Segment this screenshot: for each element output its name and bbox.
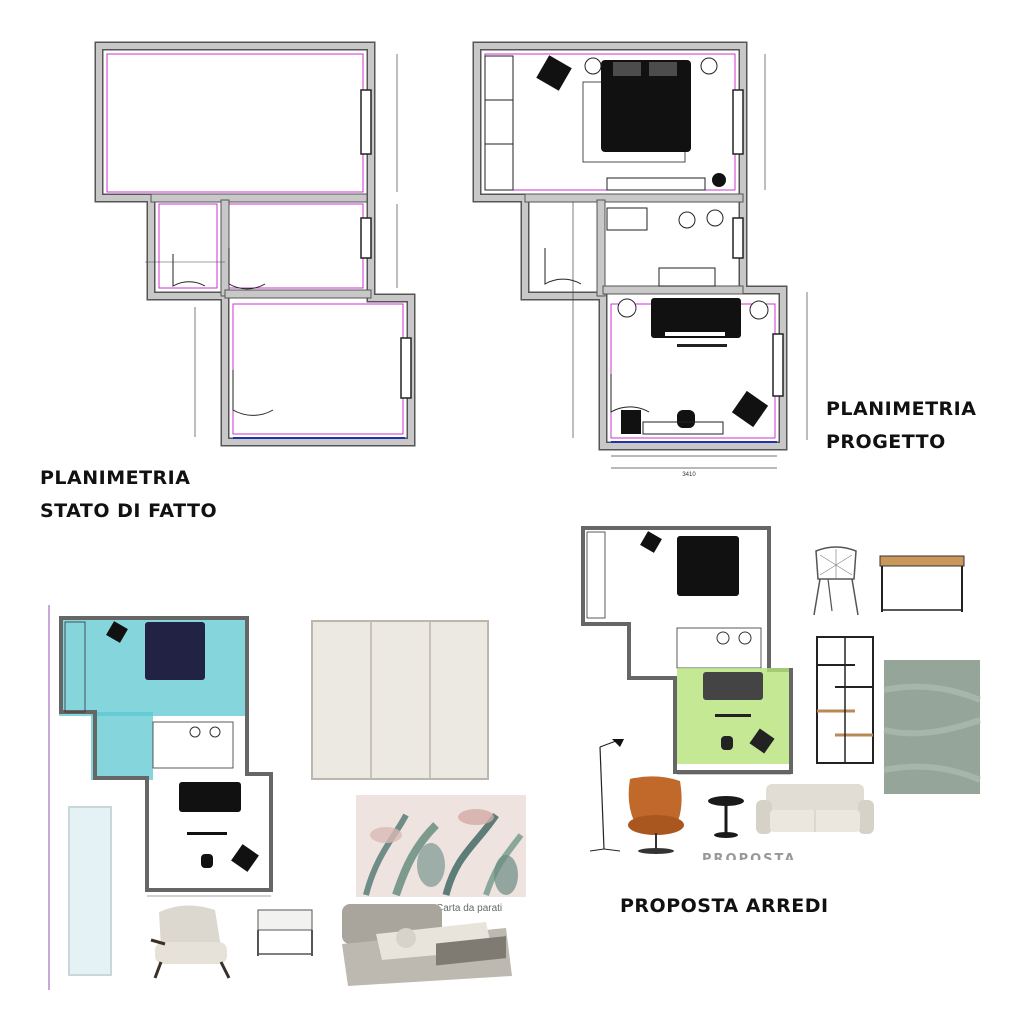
plan-mini-right — [581, 526, 793, 775]
cut-caption-text: PROPOSTA ARREDI — [702, 852, 797, 860]
title-stato-line2: STATO DI FATTO — [40, 500, 218, 522]
plan-stato-di-fatto — [94, 41, 416, 447]
window-2 — [360, 217, 372, 259]
wardrobe-doors-image — [311, 620, 489, 780]
wire-chair-image — [813, 546, 859, 616]
dim-bottom-total: 3410 — [682, 472, 696, 478]
door-swing-3 — [232, 370, 274, 416]
title-stato-line1: PLANIMETRIA — [40, 467, 191, 489]
lounge-chair-orange-image — [628, 776, 684, 854]
door-swing-1 — [228, 248, 266, 290]
board-left-divider — [48, 605, 50, 990]
sofa-image — [756, 784, 874, 834]
wallpaper-caption: Carta da parati — [436, 903, 503, 914]
floor-lamp-image — [589, 739, 624, 852]
nightstand-image — [257, 909, 313, 956]
armchair-grey-image — [150, 905, 231, 979]
title-progetto-line1: PLANIMETRIA — [826, 398, 977, 420]
title-progetto-line2: PROGETTO — [826, 431, 946, 453]
side-table-image — [708, 796, 744, 838]
door-swing-2 — [172, 254, 206, 287]
storage-bed-image — [342, 904, 512, 986]
bookshelf-image — [816, 636, 874, 764]
armchair-plan — [536, 55, 572, 91]
console-table-image — [879, 555, 965, 612]
title-stato-di-fatto: PLANIMETRIA STATO DI FATTO — [40, 462, 217, 528]
window-1 — [360, 89, 372, 155]
mirror-image — [68, 806, 112, 976]
title-progetto: PLANIMETRIA PROGETTO — [826, 393, 976, 459]
wallpaper-image — [356, 795, 526, 897]
wardrobe-plan — [484, 55, 514, 191]
cut-caption: PROPOSTA ARREDI — [702, 852, 852, 860]
window-3 — [400, 337, 412, 399]
rug-texture — [883, 683, 982, 783]
plan-progetto: 3410 — [472, 41, 808, 478]
plan-mini-left — [59, 616, 273, 897]
title-proposta-arredi: PROPOSTA ARREDI — [620, 895, 829, 917]
